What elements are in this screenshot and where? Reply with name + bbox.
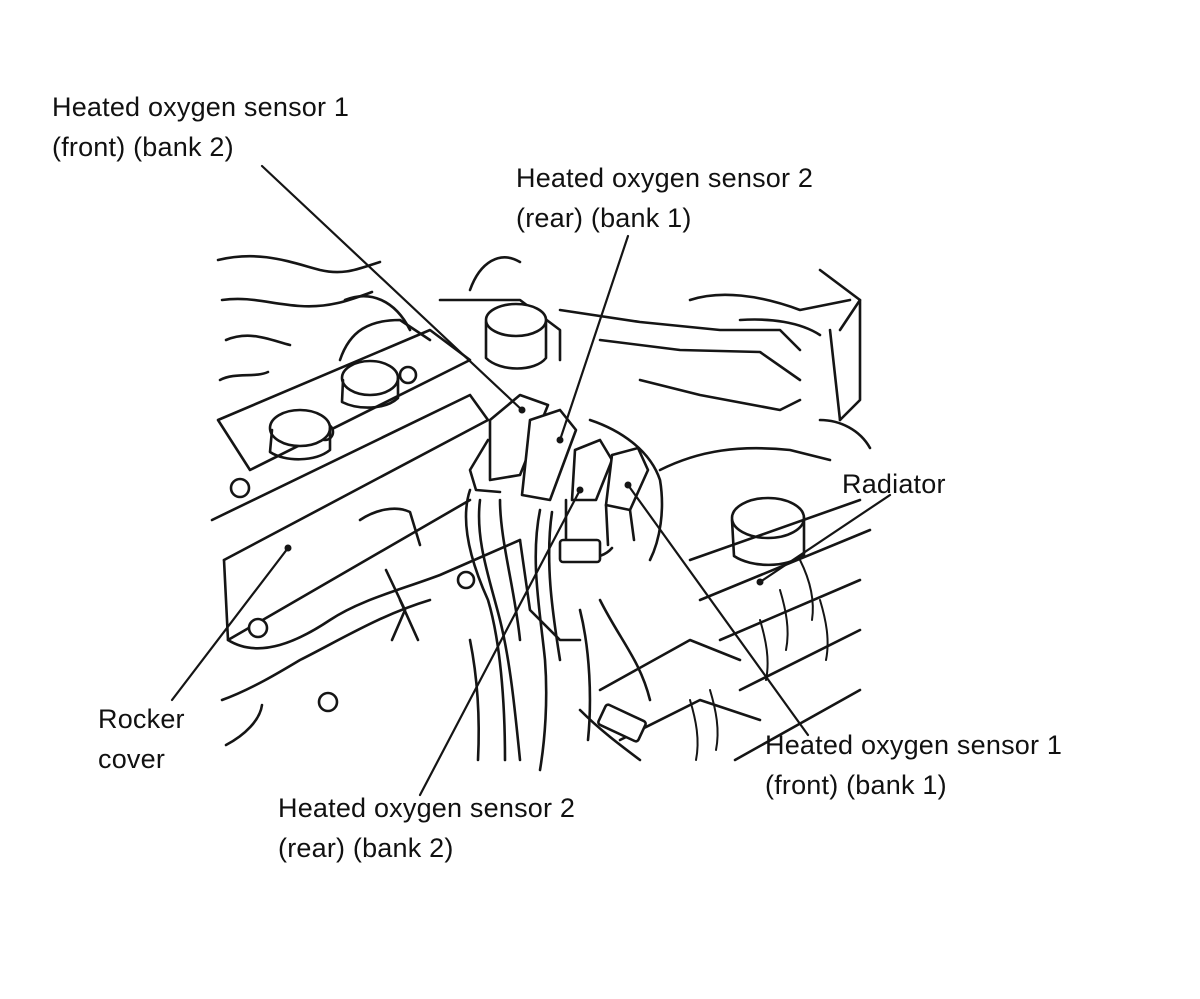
label-line-1: Heated oxygen sensor 1 [52,92,350,122]
label-radiator: Radiator [842,464,946,504]
label-line-1: Heated oxygen sensor 1 [765,730,1063,760]
leader-rocker-cover [170,546,290,702]
leader-hos1-front-bank2 [260,164,524,412]
engine-line-drawing [210,254,872,772]
label-heated-oxygen-sensor-2-rear-bank-1: Heated oxygen sensor 2 (rear) (bank 1) [516,158,813,238]
label-heated-oxygen-sensor-1-front-bank-2: Heated oxygen sensor 1 (front) (bank 2) [52,87,349,167]
label-heated-oxygen-sensor-1-front-bank-1: Heated oxygen sensor 1 (front) (bank 1) [765,725,1062,805]
label-line-2: cover [98,744,166,774]
label-line-1: Rocker [98,704,185,734]
label-line-2: (front) (bank 2) [52,132,234,162]
leader-radiator [758,493,892,584]
rocker-cover-drawing [210,254,522,747]
label-line-2: (front) (bank 1) [765,770,947,800]
intake-piping-drawing [338,256,872,450]
label-line-1: Heated oxygen sensor 2 [516,163,814,193]
label-line-2: (rear) (bank 2) [278,833,454,863]
harness-wires [464,488,592,772]
label-line-2: (rear) (bank 1) [516,203,692,233]
leader-hos2-rear-bank1 [558,234,630,442]
label-heated-oxygen-sensor-2-rear-bank-2: Heated oxygen sensor 2 (rear) (bank 2) [278,788,575,868]
leader-hos2-rear-bank2 [418,488,582,797]
label-line-1: Heated oxygen sensor 2 [278,793,576,823]
leader-hos1-front-bank1 [626,483,810,737]
label-line-1: Radiator [842,469,946,499]
radiator-drawing [578,298,872,762]
leader-lines [170,164,892,797]
label-rocker-cover: Rocker cover [98,699,185,779]
